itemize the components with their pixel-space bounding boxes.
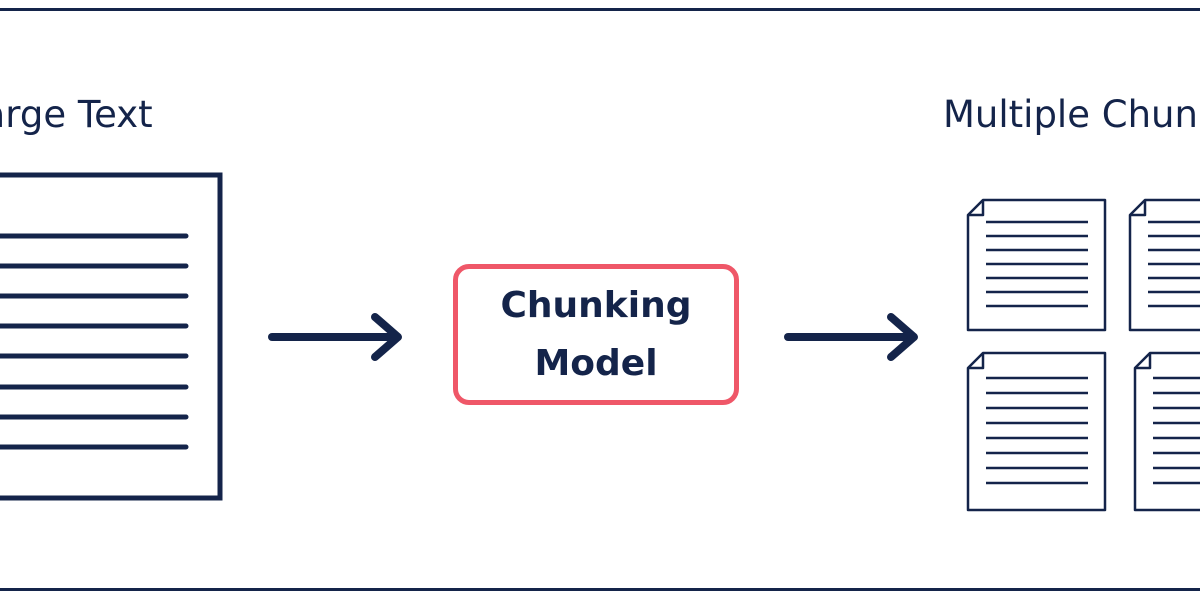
bottom-border — [0, 588, 1200, 591]
arrow-right-icon — [784, 313, 918, 361]
large-document-icon — [0, 172, 223, 501]
document-chunk-icon — [966, 351, 1107, 512]
document-chunk-icon — [1133, 351, 1200, 512]
arrow-right-icon — [268, 313, 402, 361]
chunking-model-label-line2: Model — [534, 342, 658, 384]
multiple-chunks-label: Multiple Chunks — [943, 93, 1200, 136]
top-border — [0, 8, 1200, 11]
document-chunk-icon — [966, 198, 1107, 332]
chunking-model-label-line1: Chunking — [500, 284, 692, 326]
chunking-model-box: Chunking Model — [453, 264, 739, 405]
large-text-label: Large Text — [0, 93, 153, 136]
document-chunk-icon — [1128, 198, 1200, 332]
